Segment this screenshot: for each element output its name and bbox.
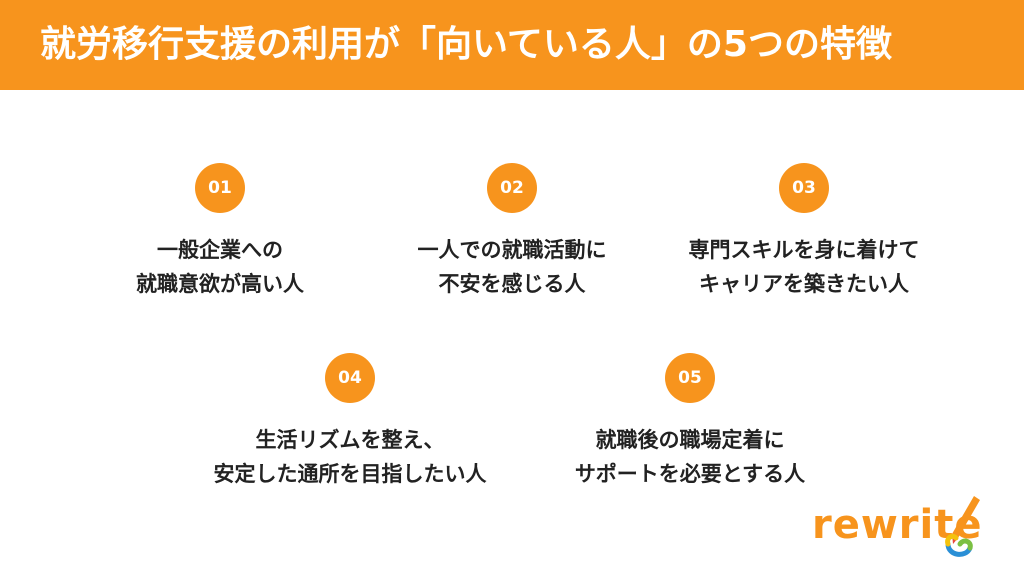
feature-label: 生活リズムを整え、 安定した通所を目指したい人 bbox=[200, 423, 500, 491]
number-badge: 05 bbox=[665, 353, 715, 403]
feature-label: 一般企業への 就職意欲が高い人 bbox=[70, 233, 370, 301]
number-badge: 02 bbox=[487, 163, 537, 213]
feature-item-04: 04 生活リズムを整え、 安定した通所を目指したい人 bbox=[200, 353, 500, 491]
feature-label-line: 一般企業への bbox=[157, 238, 283, 262]
feature-label-line: 安定した通所を目指したい人 bbox=[213, 462, 487, 486]
header-banner: 就労移行支援の利用が「向いている人」の5つの特徴 bbox=[0, 0, 1024, 90]
number-badge: 03 bbox=[779, 163, 829, 213]
rewrite-logo: rewrite bbox=[812, 494, 1012, 564]
feature-label-line: 専門スキルを身に着けて bbox=[688, 238, 920, 262]
feature-label-line: 生活リズムを整え、 bbox=[255, 428, 445, 452]
feature-label: 一人での就職活動に 不安を感じる人 bbox=[362, 233, 662, 301]
feature-label-line: 不安を感じる人 bbox=[438, 272, 586, 296]
feature-label-line: サポートを必要とする人 bbox=[574, 462, 806, 486]
pencil-brush-icon bbox=[945, 496, 980, 557]
number-badge: 04 bbox=[325, 353, 375, 403]
page-title: 就労移行支援の利用が「向いている人」の5つの特徴 bbox=[40, 24, 892, 65]
feature-label-line: キャリアを築きたい人 bbox=[699, 272, 909, 296]
feature-label-line: 就職意欲が高い人 bbox=[136, 272, 304, 296]
feature-item-05: 05 就職後の職場定着に サポートを必要とする人 bbox=[540, 353, 840, 491]
number-badge: 01 bbox=[195, 163, 245, 213]
feature-label-line: 一人での就職活動に bbox=[417, 238, 607, 262]
feature-label-line: 就職後の職場定着に bbox=[595, 428, 785, 452]
feature-label: 専門スキルを身に着けて キャリアを築きたい人 bbox=[654, 233, 954, 301]
feature-item-01: 01 一般企業への 就職意欲が高い人 bbox=[70, 163, 370, 301]
feature-item-02: 02 一人での就職活動に 不安を感じる人 bbox=[362, 163, 662, 301]
feature-label: 就職後の職場定着に サポートを必要とする人 bbox=[540, 423, 840, 491]
feature-item-03: 03 専門スキルを身に着けて キャリアを築きたい人 bbox=[654, 163, 954, 301]
